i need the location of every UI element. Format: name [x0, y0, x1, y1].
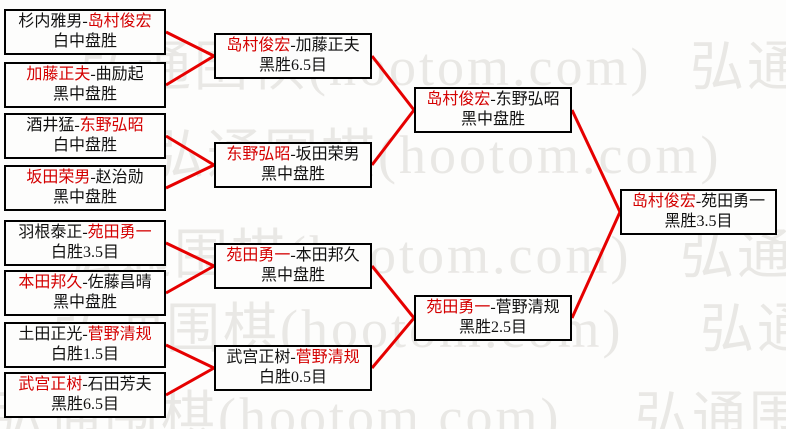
match-r1-4: 坂田荣男-赵治勋 黑中盘胜 — [4, 165, 166, 211]
match-result: 白胜0.5目 — [258, 369, 327, 386]
match-result: 黑中盘胜 — [52, 86, 117, 103]
match-r1-2: 加藤正夫-曲励起 黑中盘胜 — [4, 62, 166, 108]
name-separator: - — [695, 193, 702, 210]
name-separator: - — [290, 247, 296, 264]
match-result: 黑中盘胜 — [260, 267, 325, 284]
match-result: 黑中盘胜 — [52, 294, 117, 311]
player-name: 武宫正树 — [226, 349, 291, 366]
player-name: 菅野清规 — [295, 349, 360, 366]
player-name: 佐藤昌晴 — [87, 274, 152, 291]
match-r1-7: 土田正光-菅野清规 白胜1.5目 — [4, 322, 166, 368]
name-separator: - — [90, 169, 96, 186]
player-name: 菅野清规 — [495, 299, 560, 316]
match-result: 黑中盘胜 — [260, 166, 325, 183]
match-r2-3: 苑田勇一-本田邦久 黑中盘胜 — [214, 243, 372, 289]
match-result: 黑胜2.5目 — [458, 319, 527, 336]
match-result: 黑中盘胜 — [52, 189, 117, 206]
player-name: 本田邦久 — [295, 247, 360, 264]
match-r3-1: 岛村俊宏-东野弘昭 黑中盘胜 — [414, 87, 572, 133]
player-name: 苑田勇一 — [701, 193, 766, 210]
player-name: 酒井猛 — [26, 117, 75, 134]
match-result: 黑胜6.5目 — [258, 57, 327, 74]
player-name: 加藤正夫 — [295, 37, 360, 54]
name-separator: - — [490, 91, 496, 108]
player-name: 岛村俊宏 — [87, 13, 152, 30]
player-name: 岛村俊宏 — [226, 37, 291, 54]
player-name: 岛村俊宏 — [426, 91, 491, 108]
match-result: 白胜3.5目 — [50, 244, 119, 261]
player-name: 曲励起 — [95, 66, 144, 83]
player-name: 羽根泰正 — [18, 224, 83, 241]
match-r3-2: 苑田勇一-菅野清规 黑胜2.5目 — [414, 295, 572, 341]
match-r1-3: 酒井猛-东野弘昭 白中盘胜 — [4, 113, 166, 159]
match-result: 黑中盘胜 — [460, 111, 525, 128]
name-separator: - — [74, 117, 80, 134]
match-r2-4: 武宫正树-菅野清规 白胜0.5目 — [214, 345, 372, 391]
player-name: 赵治勋 — [95, 169, 144, 186]
name-separator: - — [490, 299, 496, 316]
player-name: 坂田荣男 — [295, 146, 360, 163]
player-name: 坂田荣男 — [26, 169, 91, 186]
player-name: 东野弘昭 — [495, 91, 560, 108]
match-r1-6: 本田邦久-佐藤昌晴 黑中盘胜 — [4, 270, 166, 316]
name-separator: - — [82, 274, 88, 291]
player-name: 菅野清规 — [87, 326, 152, 343]
player-name: 加藤正夫 — [26, 66, 91, 83]
name-separator: - — [82, 376, 88, 393]
player-name: 杉内雅男 — [18, 13, 83, 30]
name-separator: - — [82, 13, 88, 30]
match-result: 黑胜3.5目 — [664, 213, 733, 230]
player-name: 石田芳夫 — [87, 376, 152, 393]
match-result: 白中盘胜 — [52, 33, 117, 50]
match-r2-1: 岛村俊宏-加藤正夫 黑胜6.5目 — [214, 33, 372, 79]
name-separator: - — [90, 66, 96, 83]
player-name: 土田正光 — [18, 326, 83, 343]
match-r2-2: 东野弘昭-坂田荣男 黑中盘胜 — [214, 142, 372, 188]
name-separator: - — [290, 146, 296, 163]
player-name: 武宫正树 — [18, 376, 83, 393]
match-r1-8: 武宫正树-石田芳夫 黑胜6.5目 — [4, 372, 166, 418]
match-result: 白中盘胜 — [52, 137, 117, 154]
player-name: 苑田勇一 — [87, 224, 152, 241]
player-name: 岛村俊宏 — [631, 193, 696, 210]
player-name: 本田邦久 — [18, 274, 83, 291]
player-name: 苑田勇一 — [226, 247, 291, 264]
match-final: 岛村俊宏-苑田勇一 黑胜3.5目 — [620, 189, 777, 235]
match-result: 白胜1.5目 — [50, 346, 119, 363]
match-r1-5: 羽根泰正-苑田勇一 白胜3.5目 — [4, 220, 166, 266]
player-name: 苑田勇一 — [426, 299, 491, 316]
name-separator: - — [290, 349, 296, 366]
player-name: 东野弘昭 — [226, 146, 291, 163]
name-separator: - — [82, 326, 88, 343]
match-result: 黑胜6.5目 — [50, 396, 119, 413]
match-r1-1: 杉内雅男-岛村俊宏 白中盘胜 — [4, 9, 166, 55]
player-name: 东野弘昭 — [79, 117, 144, 134]
name-separator: - — [82, 224, 88, 241]
name-separator: - — [290, 37, 296, 54]
